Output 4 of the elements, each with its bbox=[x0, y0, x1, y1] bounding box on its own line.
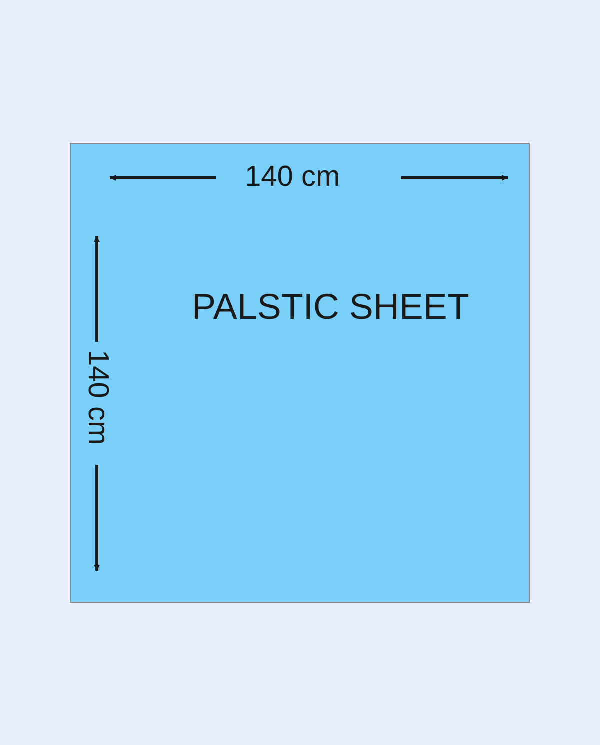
dimension-label: 140 cm bbox=[83, 350, 112, 446]
dimension-label: 140 cm bbox=[245, 163, 340, 192]
plastic-sheet bbox=[70, 143, 530, 603]
sheet-label: PALSTIC SHEET bbox=[192, 289, 470, 325]
